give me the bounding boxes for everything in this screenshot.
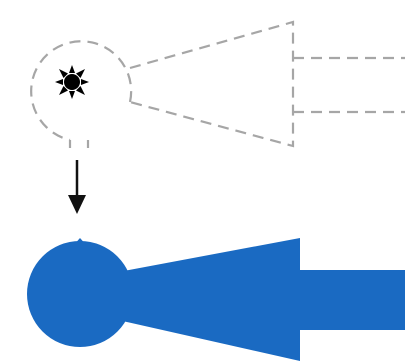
dashed-bulb-outline [30, 20, 405, 148]
sun-core [64, 74, 80, 90]
solid-tail [296, 270, 405, 330]
down-arrow-head [68, 195, 86, 214]
solid-circle-head [27, 241, 133, 347]
sun-rays [55, 65, 89, 99]
solid-nub [72, 238, 88, 247]
down-arrow-icon [68, 160, 86, 214]
solid-bulb-shape [27, 238, 405, 361]
dashed-circle-head [30, 40, 133, 142]
solid-cone [118, 238, 300, 361]
sun-icon [55, 65, 89, 99]
